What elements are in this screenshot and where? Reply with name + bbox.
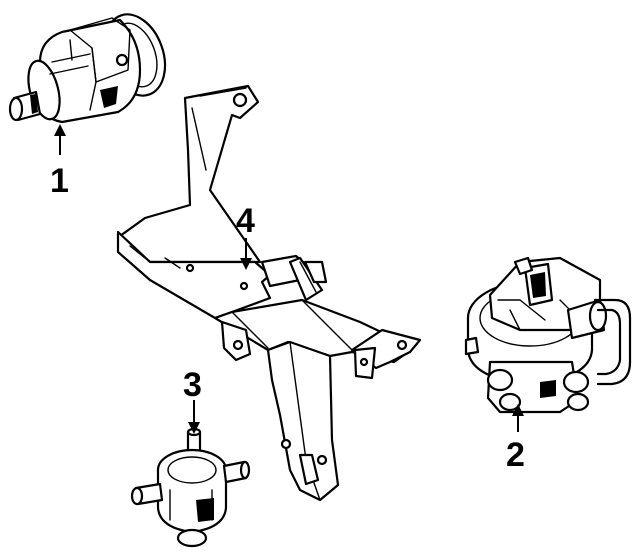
callout-4[interactable]: 4: [236, 202, 255, 240]
part-1-canister[interactable]: [8, 6, 176, 124]
callout-3[interactable]: 3: [183, 366, 202, 404]
part-4-bracket[interactable]: [116, 84, 422, 502]
part-2-valve-assembly[interactable]: [464, 256, 632, 414]
callout-1[interactable]: 1: [50, 162, 69, 200]
part-3-solenoid-valve[interactable]: [130, 427, 251, 548]
callout-2[interactable]: 2: [506, 436, 525, 474]
